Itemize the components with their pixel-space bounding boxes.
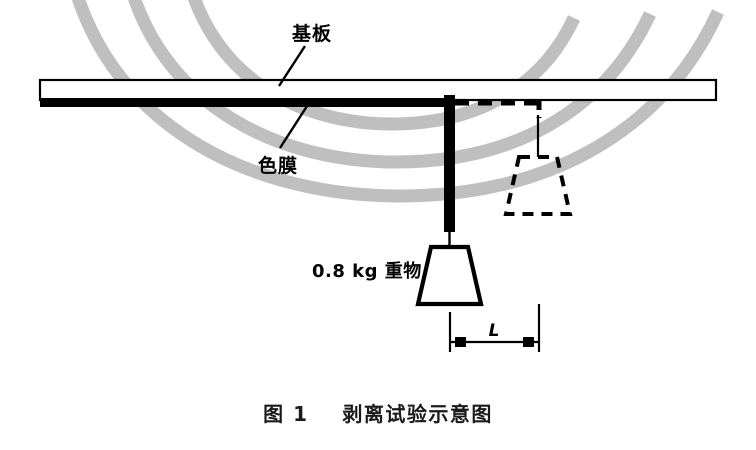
substrate-label: 基板 [291,22,332,45]
weight-dashed [503,115,573,216]
substrate-plate-body [38,78,718,102]
color-film-label: 色膜 [258,154,298,177]
substrate-plate [38,78,718,102]
dimension-tick-left [455,337,466,347]
figure-caption-row: 图 1 剥离试验示意图 [0,398,756,427]
watermark-arc-outer [72,0,724,203]
substrate-leader-line [277,45,307,87]
dimension-tick-right [523,337,534,347]
weight-solid [415,230,484,307]
dimension-line-L: L [448,304,541,352]
figure-caption: 图 1 剥离试验示意图 [263,402,493,426]
weight-solid-body [415,244,484,307]
color-film-leader-line [278,102,311,149]
color-film-band [40,98,452,107]
peeled-film-strip-body [444,95,455,232]
peeled-film-dashed [455,100,542,118]
dimension-label-L: L [489,321,500,341]
watermark-arc-inner [188,0,580,131]
color-film-layer [40,98,452,107]
color-film-callout: 色膜 [258,102,311,177]
peeled-film-strip [444,95,455,232]
weight-label: 0.8 kg 重物 [312,260,422,282]
substrate-callout: 基板 [277,22,332,87]
